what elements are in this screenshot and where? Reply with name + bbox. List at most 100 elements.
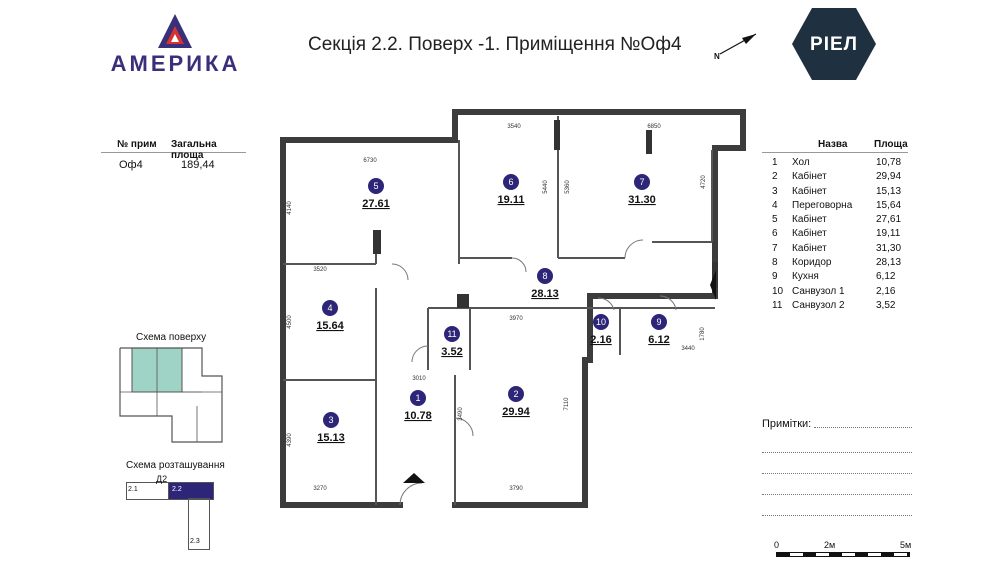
rooms-row-area: 29,94: [876, 171, 902, 183]
rooms-row-number: 11: [772, 299, 783, 311]
scale-bar: 0 2м 5м: [770, 540, 920, 560]
dimension-label: 3970: [509, 316, 523, 322]
rooms-row-area: 6,12: [876, 271, 896, 283]
dimension-label: 3540: [507, 124, 521, 130]
rooms-row-number: 5: [772, 214, 778, 226]
compass-arrow-icon: [719, 33, 757, 55]
rooms-header-area: Площа: [874, 139, 908, 150]
outer-wall-south-west: [280, 137, 403, 508]
location-scheme: Д2 2.1 2.2 2.3: [126, 474, 226, 554]
room-number: 1: [415, 393, 420, 403]
rooms-row-number: 4: [772, 199, 778, 211]
column-7: [646, 130, 652, 154]
door-6: [511, 257, 527, 273]
column-5: [373, 230, 381, 254]
room-number: 8: [542, 271, 547, 281]
dimension-label: 6850: [647, 124, 661, 130]
notes-line: [762, 494, 912, 495]
room-marker-circle: [410, 390, 426, 406]
rooms-table-row: 1 Хол 10,78: [762, 157, 908, 171]
room-number: 7: [639, 177, 644, 187]
rooms-row-area: 19,11: [876, 228, 901, 240]
rooms-row-number: 1: [772, 157, 778, 168]
dimension-label: 3270: [313, 486, 327, 492]
room-marker-circle: [503, 174, 519, 190]
notes-line: [814, 427, 912, 428]
floor-scheme-label: Схема поверху: [136, 332, 207, 343]
compass-label: N: [714, 52, 720, 61]
location-tag-d2: Д2: [156, 474, 168, 484]
room-marker-circle: [368, 178, 384, 194]
room-area: 15.64: [316, 320, 344, 332]
summary-office: Оф4: [119, 159, 143, 171]
rooms-row-name: Санвузол 1: [792, 285, 845, 297]
dimension-label: 3440: [681, 346, 695, 352]
notes-line: [762, 452, 912, 453]
location-block-22: [168, 482, 214, 500]
room-marker-circle: [651, 314, 667, 330]
room-marker-circle: [322, 300, 338, 316]
room-area: 27.61: [362, 198, 390, 210]
outer-wall-north-west: [280, 109, 746, 508]
entrance-arrow-icon: [403, 473, 425, 483]
rooms-row-number: 2: [772, 171, 778, 183]
summary-header-area: Загальна площа: [171, 139, 217, 161]
rooms-row-area: 27,61: [876, 214, 902, 226]
rooms-row-number: 7: [772, 242, 778, 254]
rooms-row-area: 31,30: [876, 242, 902, 254]
dimension-label: 1780: [700, 327, 706, 341]
room-marker-circle: [508, 386, 524, 402]
dimension-label: 4140: [287, 201, 293, 215]
dimension-label: 5440: [543, 180, 549, 194]
room-area: 31.30: [628, 194, 656, 206]
rooms-row-name: Кабінет: [792, 228, 827, 240]
door-5: [391, 263, 409, 281]
rooms-row-number: 3: [772, 185, 778, 197]
rooms-row-name: Коридор: [792, 257, 832, 269]
rooms-table-row: 7 Кабінет 31,30: [762, 243, 908, 257]
dimension-label: 4390: [287, 433, 293, 447]
door-10: [597, 297, 615, 311]
plan-door-swings: [391, 239, 677, 506]
location-tag-21: 2.1: [128, 486, 138, 493]
rooms-row-number: 10: [772, 285, 784, 297]
room-area: 15.13: [317, 432, 345, 444]
notes-label: Примітки:: [762, 418, 812, 430]
rooms-row-area: 10,78: [876, 157, 902, 168]
summary-header-number: № прим: [117, 139, 157, 150]
rooms-row-area: 15,64: [876, 199, 902, 211]
east-entrance-arrow-icon: [710, 270, 716, 300]
room-number: 6: [508, 177, 513, 187]
rooms-row-name: Хол: [792, 157, 810, 168]
plan-inner-walls: [283, 116, 715, 505]
rooms-row-name: Кабінет: [792, 242, 827, 254]
dimension-label: 3520: [313, 267, 327, 273]
brand-logo: АМЕРИКА: [108, 12, 243, 76]
developer-logo: РІЕЛ: [790, 6, 878, 82]
notes-block: Примітки:: [762, 418, 912, 516]
room-marker-circle: [444, 326, 460, 342]
dimension-label: 3490: [458, 407, 464, 421]
rooms-row-area: 28,13: [876, 257, 902, 269]
dimension-label: 5360: [565, 180, 571, 194]
room-number: 5: [373, 181, 378, 191]
room-number: 4: [327, 303, 332, 313]
room-number: 9: [656, 317, 661, 327]
dimension-label: 4500: [287, 315, 293, 329]
brand-name: АМЕРИКА: [110, 51, 241, 76]
room-area: 19.11: [498, 194, 525, 206]
room-marker-circle: [537, 268, 553, 284]
rooms-row-name: Кухня: [792, 271, 819, 283]
scale-label-2m: 2м: [824, 540, 836, 550]
